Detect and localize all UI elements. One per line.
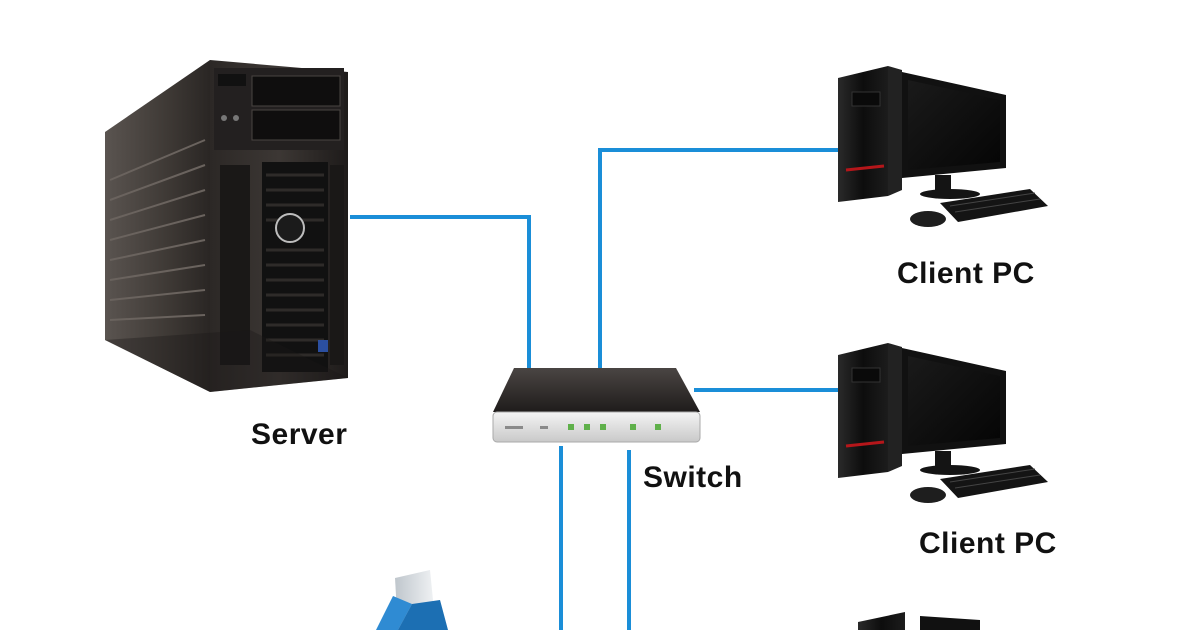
client-pc-label: Client PC	[919, 527, 1057, 560]
server-tower-icon	[105, 60, 348, 392]
cables	[350, 148, 838, 630]
cable-server-switch	[350, 215, 531, 372]
desktop-pc-icon	[838, 66, 1048, 227]
server-label: Server	[251, 418, 348, 451]
desktop-pc-icon	[858, 612, 980, 630]
printer-icon	[376, 570, 448, 630]
cable-switch-client1	[598, 148, 838, 368]
switch-label: Switch	[643, 461, 743, 494]
desktop-pc-icon	[838, 343, 1048, 503]
network-switch-icon	[492, 368, 701, 443]
client-pc-label: Client PC	[897, 257, 1035, 290]
